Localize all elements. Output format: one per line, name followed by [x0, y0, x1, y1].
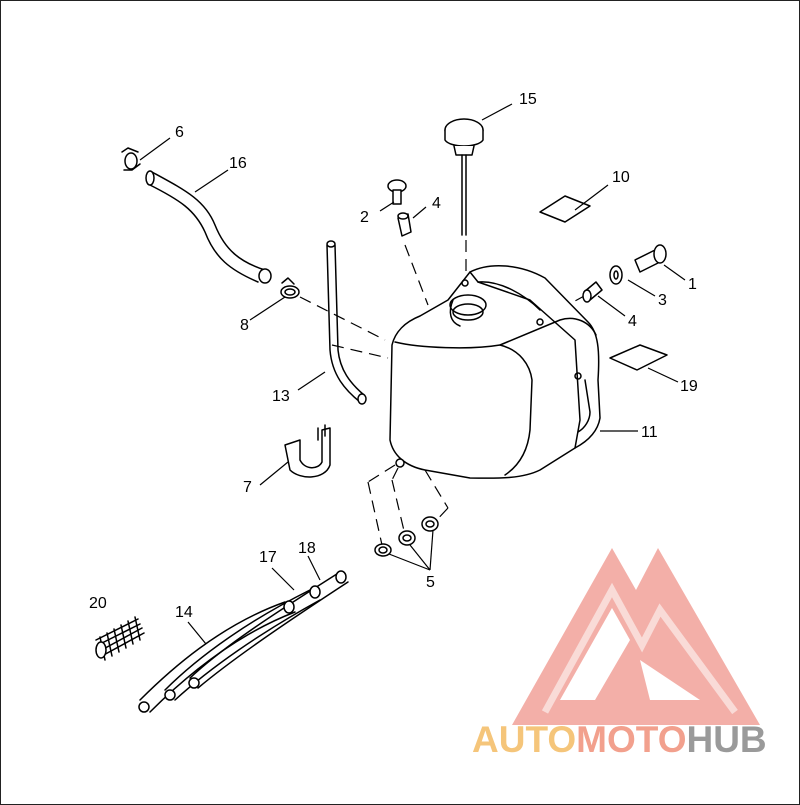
- hoses-16-17-18: [138, 570, 349, 713]
- callout-14: 15: [519, 91, 537, 108]
- hose-15: [145, 170, 272, 284]
- dipstick: [444, 118, 484, 236]
- callout-5: 6: [175, 124, 184, 141]
- callout-4-upper: 4: [432, 195, 441, 212]
- watermark-logo: [512, 548, 760, 725]
- callout-17: 14: [175, 604, 193, 621]
- callout-3: 3: [658, 292, 667, 309]
- watermark-auto: AUTO: [472, 719, 576, 760]
- callout-4-right: 4: [628, 313, 637, 330]
- callout-13: 13: [272, 388, 290, 405]
- label-plate-19: [609, 344, 668, 371]
- callout-7: 7: [243, 479, 252, 496]
- callout-11: 11: [641, 424, 658, 441]
- clamps-6: [374, 516, 439, 557]
- callout-6: 5: [426, 574, 435, 591]
- callout-19: 19: [680, 378, 698, 395]
- callout-1: 1: [688, 276, 697, 293]
- callout-18: 18: [298, 540, 316, 557]
- callout-20: 20: [89, 595, 107, 612]
- clamp-5: [121, 147, 141, 171]
- callout-15: 16: [229, 155, 247, 172]
- screw-and-spacer-upper: [387, 179, 412, 237]
- assembly-lines: [299, 240, 587, 546]
- watermark-text: AUTOMOTOHUB: [472, 719, 767, 760]
- label-plate-10: [539, 195, 591, 223]
- oil-tank: [389, 265, 601, 479]
- callout-10: 10: [612, 169, 630, 186]
- callout-numbers: 15 6 16 10 2 4 1 3 4 8 19 13 11 7 18 17 …: [89, 91, 698, 621]
- watermark-moto: MOTO: [576, 719, 686, 760]
- hose-13: [326, 240, 367, 405]
- callout-16: 17: [259, 549, 277, 566]
- clamp-8: [280, 277, 300, 299]
- callout-2: 2: [360, 209, 369, 226]
- leader-lines: [139, 103, 686, 645]
- callout-8: 8: [240, 317, 249, 334]
- screw-washer-spacer-right: [582, 244, 667, 303]
- spring-20: [95, 616, 145, 661]
- watermark-hub: HUB: [686, 719, 766, 760]
- bracket-7: [284, 424, 331, 478]
